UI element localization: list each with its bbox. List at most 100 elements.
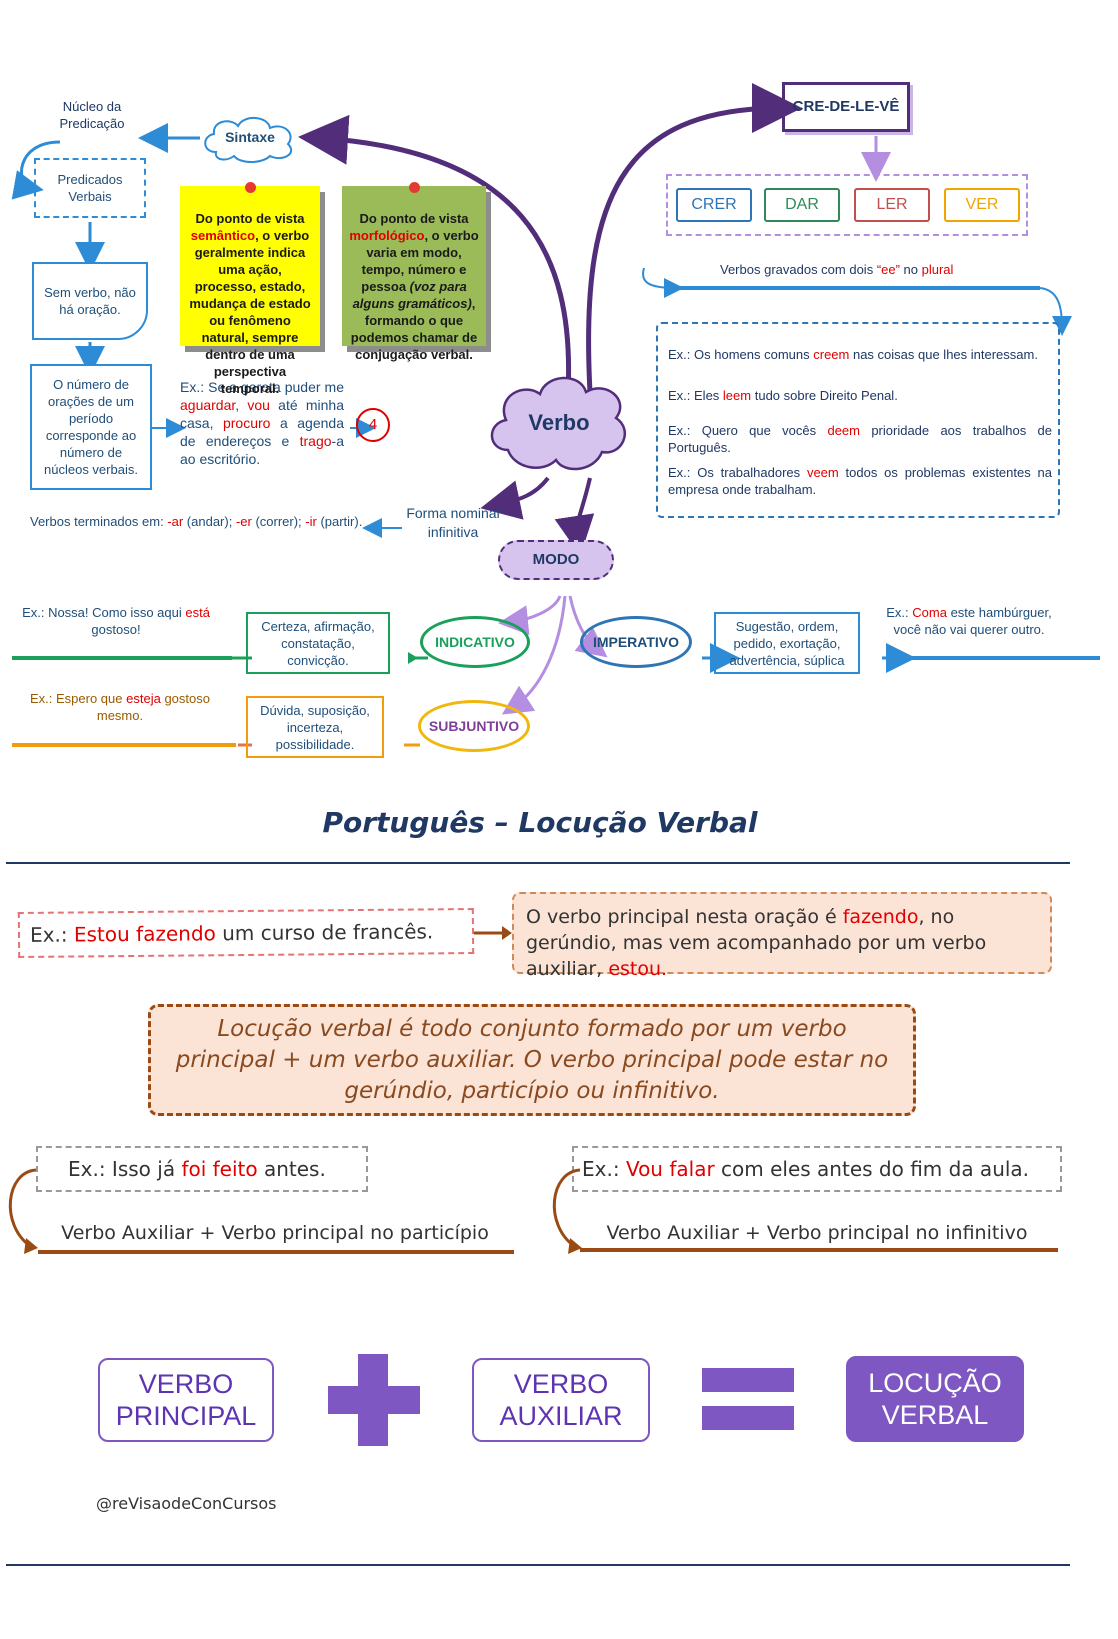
- rule-text: no: [899, 262, 922, 277]
- plus-icon: [328, 1354, 420, 1446]
- morfologico-note: Do ponto de vista morfológico, o verbo v…: [342, 182, 486, 362]
- cloud-shape: [204, 117, 293, 163]
- modo-cloud: MODO: [498, 540, 614, 580]
- title-divider: [6, 862, 1070, 864]
- example-verb: veem: [806, 465, 839, 480]
- example-text: prioridade aos trabalhos de Português.: [668, 423, 1052, 455]
- card-line: AUXILIAR: [499, 1401, 623, 1431]
- suffix-ar: -ar: [167, 514, 184, 529]
- card-line: VERBO: [513, 1369, 609, 1399]
- ex-text: ,: [235, 397, 248, 413]
- numero-oracoes-box: O número de orações de um período corres…: [30, 364, 152, 490]
- locucao-rule-3: Verbo Auxiliar + Verbo principal no infi…: [606, 1222, 1028, 1244]
- note-text: , o verbo geralmente indica uma ação, pr…: [189, 228, 311, 396]
- card-line: PRINCIPAL: [115, 1401, 257, 1431]
- example-verb: leem: [722, 388, 752, 403]
- page-title: Português – Locução Verbal: [322, 806, 758, 839]
- example-text: nas coisas que lhes interessam.: [849, 347, 1038, 362]
- example-text: com eles antes do fim da aula.: [714, 1157, 1030, 1181]
- sintaxe-label: Sintaxe: [225, 129, 275, 145]
- indicativo-example: Ex.: Nossa! Como isso aqui está gostoso!: [16, 604, 216, 638]
- note-text: Do ponto de vista: [195, 211, 305, 226]
- sem-verbo-box: Sem verbo, não há oração.: [32, 262, 148, 340]
- example-verb: Vou falar: [625, 1157, 715, 1181]
- rule-ee: “ee”: [876, 262, 900, 277]
- subjuntivo-desc-box: Dúvida, suposição, incerteza, possibilid…: [246, 696, 384, 758]
- example-text: um curso de francês.: [215, 919, 434, 946]
- terminados-text: (andar);: [183, 514, 236, 529]
- subjuntivo-example: Ex.: Espero que esteja gostoso mesmo.: [20, 690, 220, 724]
- ex-verb-1: aguardar: [180, 397, 236, 413]
- ex-verb-3: procuro: [222, 415, 271, 431]
- verb-label: VER: [965, 196, 999, 213]
- verb-dar: DAR: [764, 188, 840, 222]
- suffix-ir: -ir: [305, 514, 317, 529]
- locucao-rule-2: Verbo Auxiliar + Verbo principal no part…: [61, 1222, 489, 1244]
- example-text: Ex.:: [582, 1157, 626, 1181]
- example-text: gostoso mesmo.: [96, 691, 210, 723]
- rule-plural: plural: [921, 262, 954, 277]
- example-text: Ex.:: [29, 922, 75, 947]
- definition-text: Locução verbal é todo conjunto formado p…: [175, 1015, 889, 1104]
- note-text: , o verbo varia em modo, tempo, número e…: [361, 228, 479, 294]
- example-text: tudo sobre Direito Penal.: [751, 388, 898, 403]
- footer-divider: [6, 1564, 1070, 1566]
- credelev-title-box: CRE-DE-LE-VÊ: [782, 82, 910, 132]
- connector-layer: [11, 83, 1100, 747]
- sintaxe-cloud: Sintaxe: [198, 112, 302, 164]
- verb-ler: LER: [854, 188, 930, 222]
- cloud-shape: [490, 376, 627, 471]
- imperativo-node: IMPERATIVO: [580, 616, 692, 668]
- terminados-text: (partir).: [316, 514, 363, 529]
- sem-verbo-label: Sem verbo, não há oração.: [44, 285, 136, 317]
- rule-underline: [38, 1250, 514, 1254]
- example-verb: foi feito: [181, 1157, 258, 1181]
- credelev-example: Ex.: Eles leem tudo sobre Direito Penal.: [668, 387, 1052, 404]
- arrow-right-icon: [474, 926, 512, 940]
- example-text: Ex.: Isso já: [68, 1157, 182, 1181]
- example-verb: está: [185, 605, 210, 620]
- subjuntivo-node: SUBJUNTIVO: [418, 700, 530, 752]
- credelev-example: Ex.: Os homens comuns creem nas coisas q…: [668, 346, 1052, 363]
- explanation-verb: fazendo: [842, 906, 919, 928]
- credelev-example: Ex.: Quero que vocês deem prioridade aos…: [668, 422, 1052, 456]
- predicados-verbais-label: Predicados Verbais: [57, 172, 123, 204]
- numero-oracoes-label: O número de orações de um período corres…: [44, 377, 138, 477]
- verbos-terminados: Verbos terminados em: -ar (andar); -er (…: [30, 514, 370, 529]
- verb-crer: CRER: [676, 188, 752, 222]
- verb-ver: VER: [944, 188, 1020, 222]
- imperativo-desc-box: Sugestão, ordem, pedido, exortação, adve…: [714, 612, 860, 674]
- pushpin-icon: [409, 182, 420, 193]
- example-text: Ex.: Os homens comuns: [668, 347, 814, 362]
- verbo-label: Verbo: [528, 410, 590, 435]
- semantico-note: Do ponto de vista semântico, o verbo ger…: [180, 182, 320, 396]
- suffix-er: -er: [235, 514, 252, 529]
- card-line: VERBO: [138, 1369, 234, 1399]
- ex-text: -a ao escritório.: [180, 433, 344, 467]
- curved-arrow-icon: [552, 1168, 582, 1254]
- ex-text: até minha casa,: [180, 397, 344, 431]
- indicativo-desc: Certeza, afirmação, constatação, convicç…: [261, 618, 375, 668]
- locucao-example-2: Ex.: Isso já foi feito antes.: [36, 1146, 368, 1192]
- example-text: Ex.: Espero que: [30, 691, 127, 706]
- verb-label: CRER: [691, 196, 737, 213]
- terminados-text: (correr);: [251, 514, 306, 529]
- explanation-verb: estou.: [608, 958, 668, 980]
- example-verb: Estou fazendo: [73, 921, 216, 947]
- example-text: antes.: [257, 1157, 326, 1181]
- note-highlight: semântico: [190, 228, 256, 243]
- author-handle: @reVisaodeConCursos: [96, 1494, 277, 1513]
- equals-icon: [702, 1368, 794, 1430]
- credelev-rule: Verbos gravados com dois “ee” no plural: [720, 262, 1040, 277]
- indicativo-desc-box: Certeza, afirmação, constatação, convicç…: [246, 612, 390, 674]
- credelev-examples-box: Ex.: Os homens comuns creem nas coisas q…: [656, 322, 1060, 518]
- example-verb: Coma: [912, 605, 947, 620]
- verb-label: DAR: [785, 196, 819, 213]
- locucao-example-3: Ex.: Vou falar com eles antes do fim da …: [572, 1146, 1062, 1192]
- note-italic: (voz para alguns gramáticos): [352, 279, 472, 311]
- example-text: Ex.: Eles: [668, 388, 723, 403]
- exemplo-garota: Ex.: Se a garota puder me aguardar, vou …: [180, 378, 344, 468]
- locucao-example-1: Ex.: Estou fazendo um curso de francês.: [17, 908, 475, 958]
